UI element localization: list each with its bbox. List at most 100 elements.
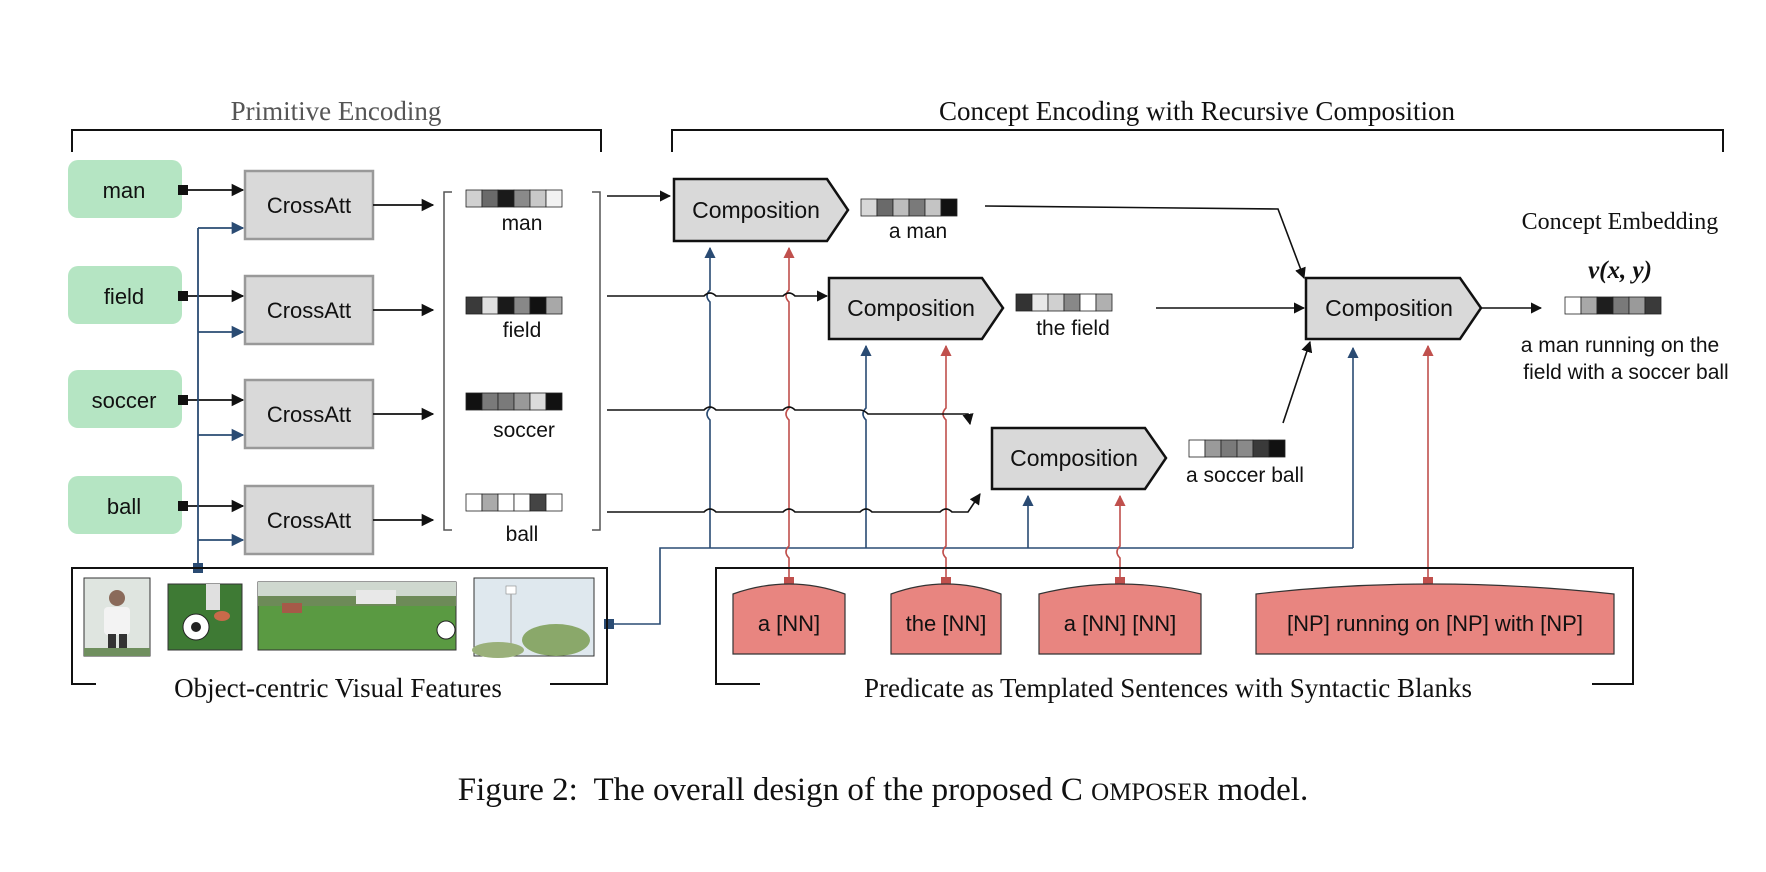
embedding-cell (1236, 439, 1254, 458)
embedding-cell (1095, 293, 1113, 312)
template-label-a-nn: a [NN] (758, 611, 820, 636)
embedding-cell (465, 493, 483, 512)
crossatt-label-field: CrossAtt (267, 298, 351, 323)
crossatt-label-soccer: CrossAtt (267, 402, 351, 427)
template-a-nn-nn: a [NN] [NN] (1038, 583, 1202, 655)
primitive-encoding-title: Primitive Encoding (231, 96, 442, 126)
embedding-cell (545, 493, 563, 512)
embedding-cell (513, 189, 531, 208)
predicate-title: Predicate as Templated Sentences with Sy… (864, 673, 1472, 703)
embedding-cell (465, 296, 483, 315)
figure-caption-text-before: The overall design of the proposed (594, 772, 1061, 808)
embedding-cell (497, 392, 515, 411)
primitive-label-ball: ball (506, 523, 539, 546)
crossatt-box-field: CrossAtt (243, 274, 375, 346)
embedding-cell (481, 296, 499, 315)
embedding-cell (1079, 293, 1097, 312)
embedding-cell (1644, 296, 1662, 315)
visual-features-title: Object-centric Visual Features (174, 673, 502, 703)
composition-block-final: Composition (1304, 276, 1483, 341)
embedding-cell (1220, 439, 1238, 458)
embedding-cell (1596, 296, 1614, 315)
primitive-encoding-bracket (71, 129, 602, 152)
predicate-frame (715, 567, 1634, 685)
embedding-the-field (1015, 293, 1113, 312)
template-the-nn: the [NN] (890, 583, 1002, 655)
embedding-cell (529, 296, 547, 315)
embedding-cell (465, 189, 483, 208)
embedding-cell (513, 296, 531, 315)
embedding-cell (529, 189, 547, 208)
embedding-cell (1047, 293, 1065, 312)
object-image-field (257, 581, 457, 651)
embedding-a-man (860, 198, 958, 217)
embedding-ball (465, 493, 563, 512)
embedding-cell (1252, 439, 1270, 458)
figure-caption-model-rest: OMPOSER (1091, 779, 1209, 806)
embedding-cell (876, 198, 894, 217)
embedding-man (465, 189, 563, 208)
embedding-cell (1268, 439, 1286, 458)
embedding-cell (513, 493, 531, 512)
primitive-label-soccer: soccer (493, 419, 555, 442)
crossatt-to-embedding-arrows (373, 198, 435, 527)
word-label-field: field (104, 284, 144, 309)
crossatt-box-ball: CrossAtt (243, 484, 375, 556)
object-image-sky (472, 577, 595, 658)
composition-label-final: Composition (1325, 295, 1453, 321)
crossatt-label-ball: CrossAtt (267, 508, 351, 533)
word-to-crossatt-connectors (178, 183, 245, 513)
composition-label-a-soccer-ball: Composition (1010, 445, 1138, 471)
embedding-field (465, 296, 563, 315)
composition-label-the-field: Composition (847, 295, 975, 321)
primitive-embeddings-right-bracket (592, 191, 601, 531)
embedding-soccer (465, 392, 563, 411)
figure-caption-text-after: model. (1217, 772, 1308, 808)
embedding-cell (481, 493, 499, 512)
concept-encoding-title: Concept Encoding with Recursive Composit… (939, 96, 1455, 126)
phrase-label-a-soccer-ball: a soccer ball (1186, 464, 1304, 487)
embedding-cell (545, 296, 563, 315)
figure-caption-model-initial: C (1061, 772, 1083, 808)
concept-caption-line2: field with a soccer ball (1523, 361, 1728, 384)
embedding-cell (940, 198, 958, 217)
word-label-ball: ball (107, 494, 141, 519)
embedding-cell (529, 392, 547, 411)
concept-embedding-title: Concept Embedding (1522, 209, 1719, 235)
word-box-field: field (68, 266, 182, 324)
embedding-cell (1204, 439, 1222, 458)
figure-caption: Figure 2: The overall design of the prop… (458, 772, 1308, 808)
embedding-cell (1188, 439, 1206, 458)
template-a-nn: a [NN] (732, 583, 846, 655)
visual-features-frame (71, 567, 608, 685)
composition-block-a-soccer-ball: Composition (990, 426, 1168, 491)
embedding-cell (1628, 296, 1646, 315)
primitive-embeddings-left-bracket (443, 191, 452, 531)
word-box-ball: ball (68, 476, 182, 534)
word-box-man: man (68, 160, 182, 218)
template-feed-lines (783, 246, 1434, 587)
template-label-np-running: [NP] running on [NP] with [NP] (1287, 611, 1583, 636)
visual-feature-connectors (193, 221, 245, 573)
crossatt-label-man: CrossAtt (267, 193, 351, 218)
embedding-cell (1580, 296, 1598, 315)
composition-block-a-man: Composition (672, 177, 850, 243)
embedding-cell (529, 493, 547, 512)
embedding-cell (465, 392, 483, 411)
primitive-label-field: field (503, 319, 542, 342)
object-image-ball (167, 583, 243, 651)
embedding-cell (860, 198, 878, 217)
phrase-label-the-field: the field (1036, 317, 1110, 340)
embedding-cell (545, 392, 563, 411)
embedding-cell (1031, 293, 1049, 312)
object-image-man (83, 577, 151, 657)
word-label-soccer: soccer (92, 388, 157, 413)
phrase-label-a-man: a man (889, 220, 947, 243)
template-np-running: [NP] running on [NP] with [NP] (1255, 583, 1615, 655)
embedding-a-soccer-ball (1188, 439, 1286, 458)
embedding-cell (481, 392, 499, 411)
embedding-cell (497, 493, 515, 512)
embedding-cell (892, 198, 910, 217)
embedding-cell (497, 296, 515, 315)
embedding-cell (924, 198, 942, 217)
